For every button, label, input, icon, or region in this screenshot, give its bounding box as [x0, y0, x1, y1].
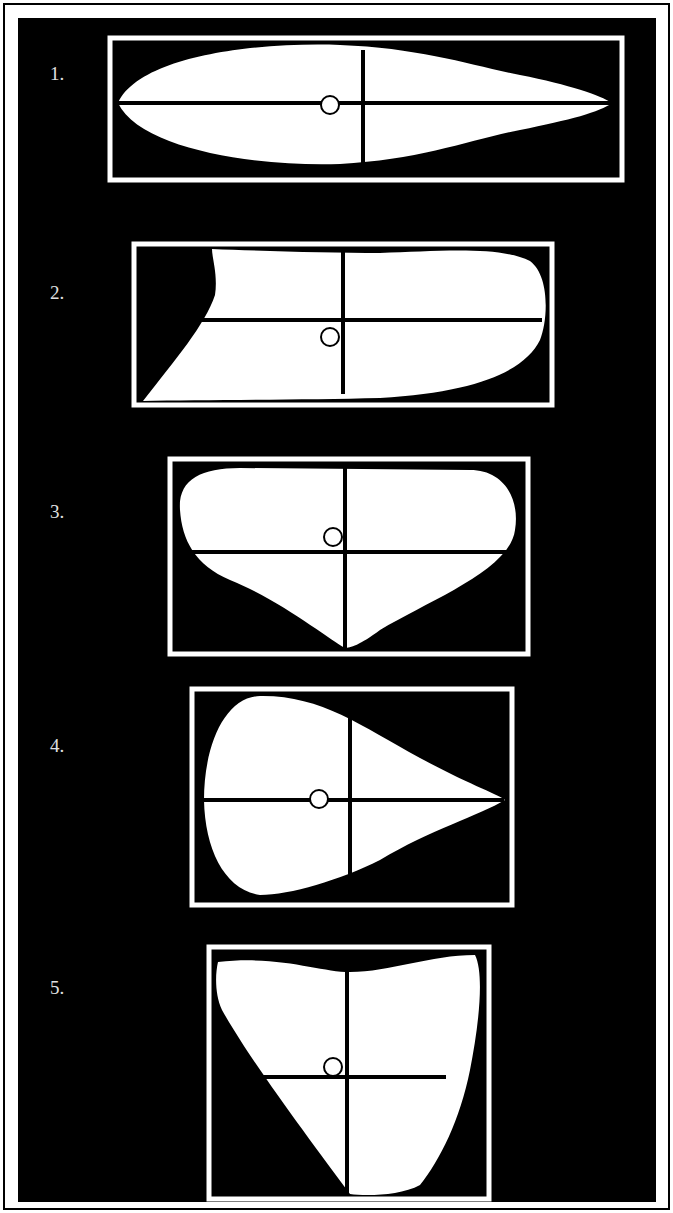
- shape-panel: [170, 459, 528, 654]
- centroid-dot: [324, 528, 342, 546]
- panel-number: 4.: [50, 736, 64, 757]
- axis-line: [361, 50, 365, 168]
- centroid-dot: [321, 328, 339, 346]
- bounding-box: [134, 244, 552, 405]
- shape-panel: [134, 244, 552, 405]
- axis-line: [348, 698, 352, 894]
- blob-shape: [204, 696, 505, 895]
- panel-number: 2.: [50, 283, 64, 304]
- axis-line: [204, 798, 504, 802]
- blob-shape: [143, 249, 546, 401]
- axis-line: [341, 252, 345, 394]
- axis-line: [179, 550, 518, 554]
- centroid-dot: [324, 1058, 342, 1076]
- axis-line: [343, 465, 347, 648]
- bounding-box: [170, 459, 528, 654]
- panel-number: 3.: [50, 502, 64, 523]
- panel-number: 5.: [50, 978, 64, 999]
- black-ground: [18, 18, 656, 1202]
- bounding-box: [192, 689, 512, 905]
- blob-shape: [216, 955, 480, 1195]
- bounding-box: [209, 947, 489, 1199]
- shape-panel: [192, 689, 512, 905]
- shape-panel: [110, 38, 622, 180]
- bounding-box: [110, 38, 622, 180]
- centroid-dot: [321, 96, 339, 114]
- shape-panel: [209, 947, 489, 1199]
- axis-line: [242, 1075, 446, 1079]
- blob-shape: [180, 468, 516, 648]
- panel-number: 1.: [50, 64, 64, 85]
- centroid-dot: [310, 790, 328, 808]
- outer-frame: [4, 4, 669, 1209]
- axis-line: [345, 966, 349, 1194]
